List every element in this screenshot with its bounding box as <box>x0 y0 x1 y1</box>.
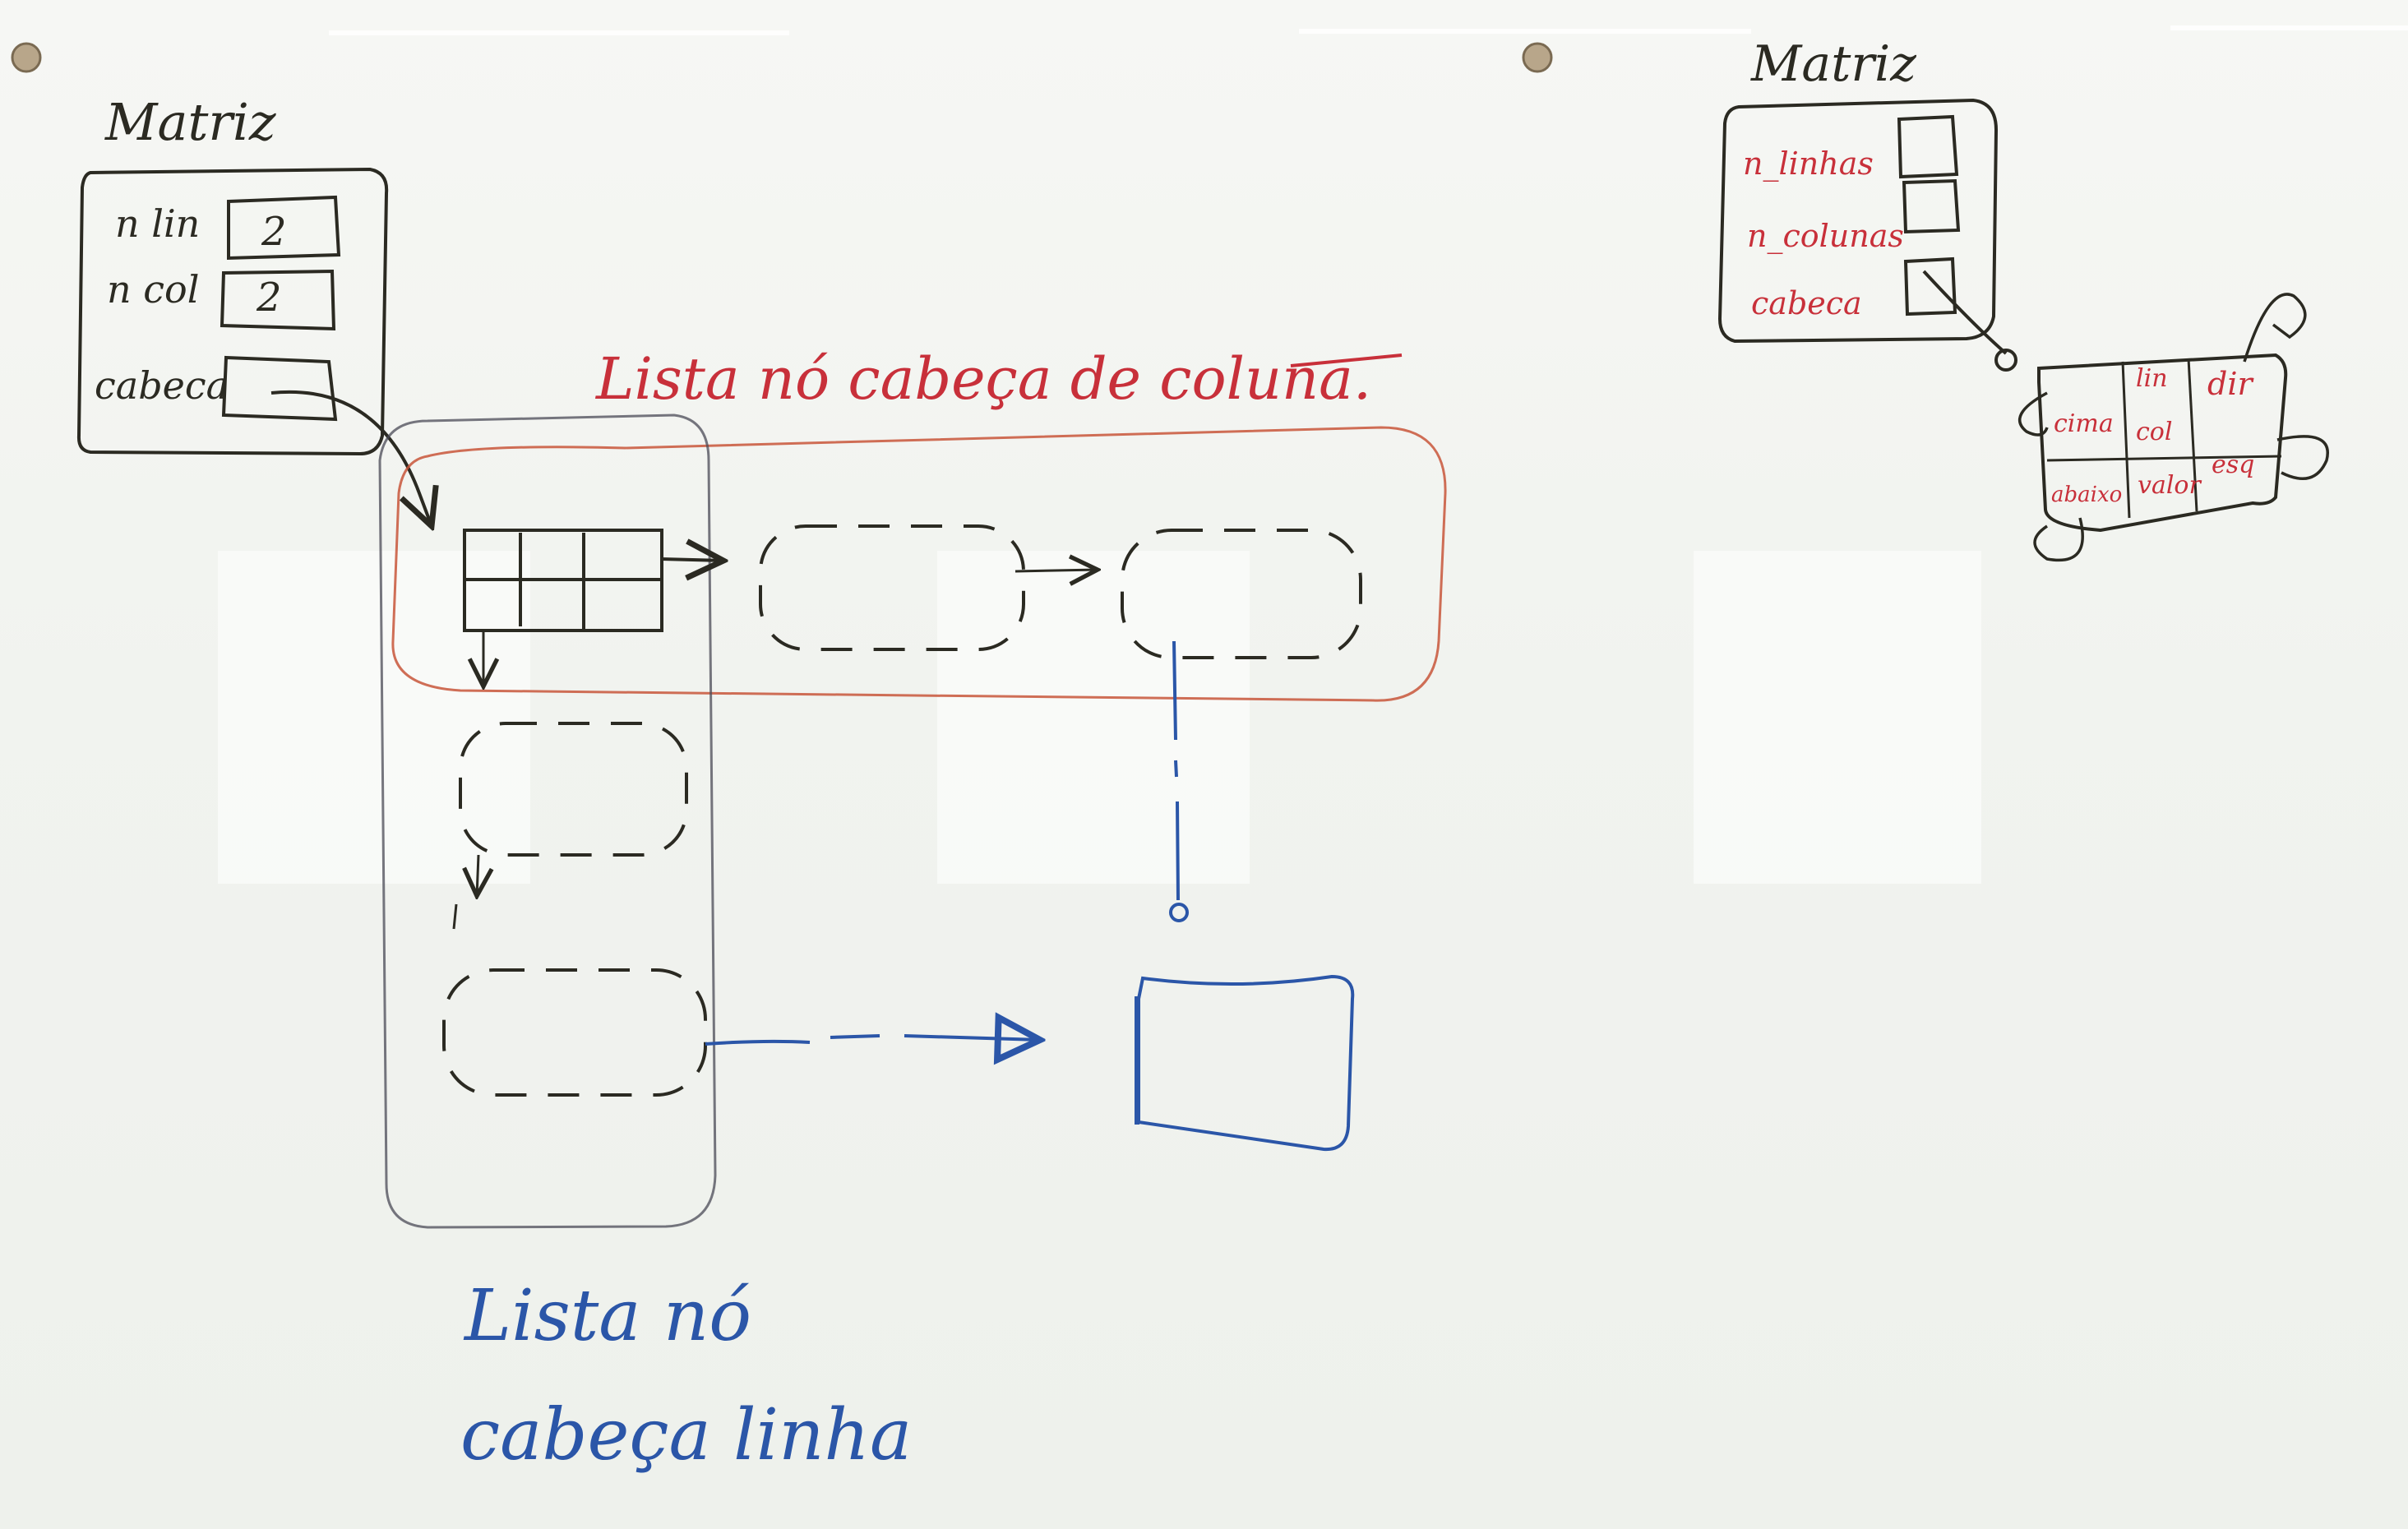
node-cell-abaixo: abaixo <box>2051 483 2122 507</box>
row-header-list-label-line2: cabeça linha <box>460 1394 912 1476</box>
left-field-label-nlin: n lin <box>115 201 200 246</box>
head-node <box>463 529 663 632</box>
right-field-label-cabeca: cabeca <box>1751 285 1862 321</box>
pointer-end-icon <box>1169 903 1189 922</box>
board-glare <box>329 25 2408 35</box>
col1-to-col2-arrow <box>1015 570 1098 571</box>
column-header-list-label: Lista nó cabeça de coluna. <box>594 345 1371 413</box>
element-node <box>1137 974 1355 1152</box>
row-header-nodes <box>442 722 707 1097</box>
left-field-label-ncol: n col <box>107 267 199 312</box>
right-matriz-struct: Matriz n_linhas n_colunas cabeca <box>1717 35 1999 344</box>
pointer-end-icon <box>1994 349 2017 372</box>
window-reflections <box>218 551 1981 884</box>
head-to-col1-arrow <box>661 559 723 561</box>
matrix-node-struct: cima lin dir col abaixo valor esq <box>2037 353 2288 533</box>
node-cell-lin: lin <box>2136 364 2168 393</box>
node-cell-col: col <box>2136 418 2172 446</box>
left-struct-title: Matriz <box>104 92 276 152</box>
row-header-list-label-line1: Lista nó <box>463 1275 751 1357</box>
right-struct-title: Matriz <box>1750 35 1916 93</box>
row2-continuation <box>452 903 458 930</box>
column-header-nodes <box>759 524 1362 659</box>
row-right-pointer <box>705 1036 1040 1044</box>
node-cell-valor: valor <box>2138 471 2202 500</box>
node-self-pointers <box>2017 293 2329 562</box>
right-field-label-ncolunas: n_colunas <box>1747 218 1904 255</box>
right-field-label-nlinhas: n_linhas <box>1743 146 1874 182</box>
left-field-value-nlin: 2 <box>261 209 287 255</box>
node-cell-cima: cima <box>2054 409 2114 438</box>
column-header-list-outline <box>391 426 1447 702</box>
magnet-icon <box>11 42 1553 73</box>
cabeca-pointer-arrow <box>270 390 432 526</box>
row-header-list-outline <box>378 413 717 1229</box>
column-down-pointer <box>1172 640 1180 901</box>
left-field-label-cabeca: cabeca <box>95 363 229 408</box>
node-cell-dir: dir <box>2207 366 2254 402</box>
left-matriz-struct: Matriz n lin 2 n col 2 cabeca <box>76 92 389 456</box>
label-underline <box>1290 353 1403 367</box>
node-cell-esq: esq <box>2212 450 2254 479</box>
right-cabeca-pointer <box>1922 270 2008 355</box>
row1-to-row2-arrow <box>477 854 478 896</box>
left-field-value-ncol: 2 <box>256 275 282 321</box>
